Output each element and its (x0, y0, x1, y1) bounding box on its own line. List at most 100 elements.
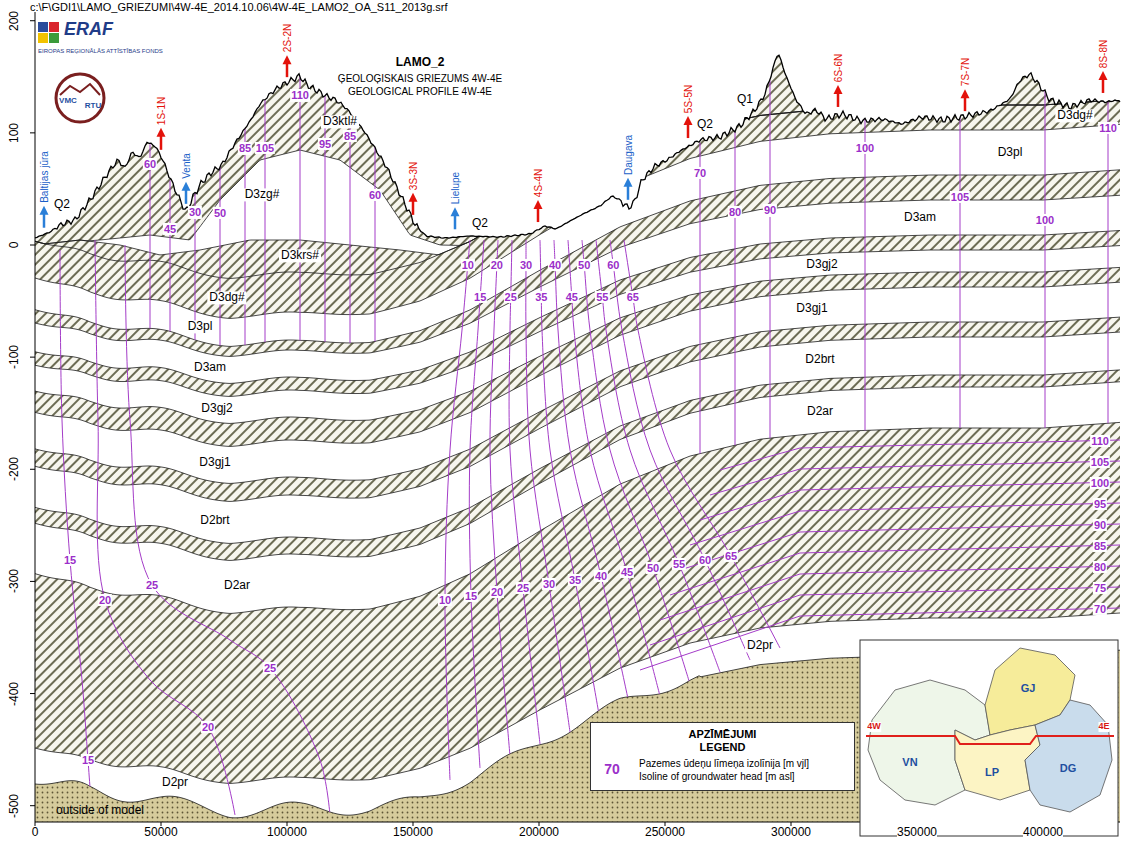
isoline-value: 95 (1093, 497, 1107, 509)
isoline (865, 118, 866, 430)
region-label-box: GJ (1021, 682, 1036, 694)
isoline (960, 117, 961, 428)
layer-name: D3zg# (243, 188, 282, 201)
isoline (582, 240, 690, 684)
axis-tick-mark (287, 822, 288, 826)
profile-marker-arrow (157, 128, 166, 137)
axis-tick: -400 (8, 682, 21, 706)
isoline-value: 15 (63, 554, 77, 566)
isoline-value: 85 (343, 130, 357, 142)
profile-marker-arrow (283, 55, 292, 64)
logo-square (38, 33, 48, 43)
isoline-value: 105 (255, 142, 275, 154)
layer-name: D3dg# (207, 292, 246, 305)
isoline-value: 55 (672, 558, 686, 570)
isoline-value: 60 (368, 189, 382, 201)
isoline (490, 240, 510, 756)
layer-name: D3dg# (1055, 109, 1094, 122)
isoline-value: 10 (438, 594, 452, 606)
legend-text: Isoline of groundwater head [m asl] (639, 770, 848, 783)
isoline-value: 20 (490, 259, 504, 271)
profile-marker: 4S-4N (533, 169, 544, 197)
layer-name: D2ar (805, 406, 835, 419)
isoline-value: 40 (594, 570, 608, 582)
isoline-value: 30 (188, 206, 202, 218)
isoline (1108, 98, 1109, 423)
logo-text: VMC (59, 97, 77, 106)
profile-marker-arrow (964, 97, 967, 111)
profile-marker-arrow (286, 63, 289, 77)
isoline-value: 45 (620, 566, 634, 578)
axis-tick: -300 (8, 569, 21, 593)
isoline-value: 50 (646, 562, 660, 574)
logo-circle (56, 74, 104, 122)
axis-tick-mark (30, 581, 35, 582)
axis-tick: -200 (8, 457, 21, 481)
axis-tick-mark (30, 805, 35, 806)
isoline-value: 20 (490, 586, 504, 598)
profile-marker-arrow (160, 136, 163, 150)
isoline (445, 240, 470, 780)
deposit-label: Q1 (737, 93, 753, 106)
river-arrow (451, 207, 460, 216)
layer-boundary (35, 100, 1120, 255)
profile-marker: 1S-1N (156, 96, 167, 124)
axis-tick-mark (30, 132, 35, 133)
isoline-value: 100 (1035, 214, 1055, 226)
ground-surface (35, 55, 1120, 238)
profile-marker: 3S-3N (408, 161, 419, 189)
logo-mark (60, 84, 100, 95)
layer-boundary (35, 170, 1120, 347)
river-arrow (182, 182, 191, 191)
river-arrow (43, 214, 46, 228)
profile-marker: 5S-5N (683, 85, 694, 113)
region-outline (1025, 700, 1112, 812)
isoline-value: 25 (504, 291, 518, 303)
region-label-box: VN (902, 756, 917, 768)
logo-square (49, 33, 59, 43)
river-arrow (454, 215, 457, 229)
isoline (60, 250, 92, 815)
isoline (650, 587, 1120, 645)
river-arrow (185, 190, 188, 204)
isoline (125, 245, 330, 815)
isoline-value: 35 (534, 291, 548, 303)
layer-name: D3gj2 (804, 258, 839, 271)
profile-marker-arrow (687, 124, 690, 138)
isoline-value: 50 (577, 259, 591, 271)
profile-marker: 2S-2N (282, 24, 293, 52)
axis-tick-mark (30, 20, 35, 21)
axis-tick-mark (539, 822, 540, 826)
isoline-value: 105 (1090, 455, 1110, 467)
layer-name: D2pr (745, 640, 775, 653)
axis-tick: 150000 (393, 826, 433, 839)
isoline (710, 461, 1120, 495)
profile-marker: 8S-8N (1098, 40, 1109, 68)
isoline (300, 75, 301, 340)
isoline-value: 45 (163, 222, 177, 234)
river-name: Daugava (623, 135, 634, 175)
subtitle: ĢEOLOĢISKAIS GRIEZUMS 4W-4E (338, 73, 502, 84)
isoline (1045, 90, 1046, 428)
layer-name: D2ar (222, 580, 252, 593)
isoline (596, 240, 720, 672)
axis-tick: 0 (32, 826, 39, 839)
isoline-value: 20 (98, 594, 112, 606)
isoline-value: 75 (1093, 581, 1107, 593)
isoline-value: 60 (606, 259, 620, 271)
legend-box: APZĪMĒJUMI LEGENDPazemes ūdeņu līmeņa iz… (590, 722, 855, 791)
profile-marker-arrow (1102, 79, 1105, 93)
isoline-value: 110 (1090, 434, 1110, 446)
legend-heading: APZĪMĒJUMI LEGEND (673, 728, 773, 753)
isoline-value: 20 (201, 721, 215, 733)
isoline-value: 15 (81, 754, 95, 766)
axis-tick: 250000 (645, 826, 685, 839)
inset-label: 4E (1098, 722, 1109, 732)
river-name: Lielupe (450, 172, 461, 204)
axis-tick-mark (30, 245, 35, 246)
isoline-value: 70 (693, 167, 707, 179)
axis-tick: 0 (8, 242, 21, 249)
isoline-value: 60 (143, 158, 157, 170)
